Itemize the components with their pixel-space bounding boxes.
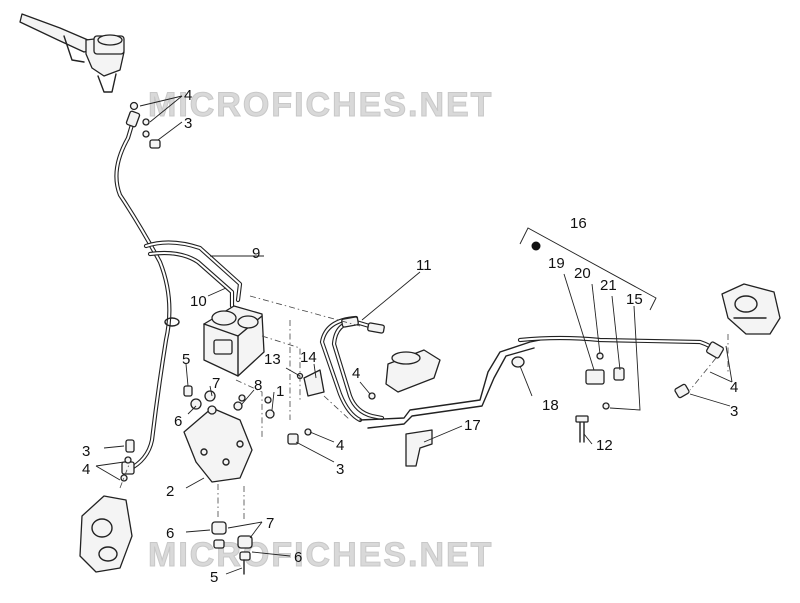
kit-bracket-16	[519, 227, 657, 311]
abs-modulator-unit	[203, 305, 265, 377]
rear-master-cylinder	[385, 349, 441, 393]
callout-19: 19	[548, 255, 565, 272]
callout-numbers: 4 3 9 10 5 7 6 8 1 13 14 4 4 3 11 16 19 …	[82, 87, 738, 586]
watermark-top: MICROFICHES.NET	[148, 86, 493, 124]
silent-blocks-bottom	[211, 521, 253, 575]
callout-3: 3	[336, 461, 344, 478]
callout-1: 1	[276, 383, 284, 400]
callout-3: 3	[82, 443, 90, 460]
callout-7: 7	[266, 515, 274, 532]
callout-6: 6	[174, 413, 182, 430]
banjo-bolt-top	[129, 101, 161, 149]
abs-mounting-bracket	[183, 407, 253, 483]
callout-6: 6	[294, 549, 302, 566]
callout-6: 6	[166, 525, 174, 542]
callout-4: 4	[336, 437, 344, 454]
callout-5: 5	[210, 569, 218, 586]
pipe-bracket-17	[405, 429, 433, 467]
callout-14: 14	[300, 349, 317, 366]
callout-15: 15	[626, 291, 643, 308]
callout-17: 17	[464, 417, 481, 434]
banjo-bolts-center	[287, 372, 376, 445]
callout-4: 4	[82, 461, 90, 478]
callout-leaders	[95, 95, 733, 575]
front-caliper-bolt	[120, 439, 135, 482]
callout-10: 10	[190, 293, 207, 310]
callout-3: 3	[730, 403, 738, 420]
callout-4: 4	[184, 87, 192, 104]
front-brake-caliper	[79, 495, 133, 573]
callout-7: 7	[212, 375, 220, 392]
callout-20: 20	[574, 265, 591, 282]
screws-washers-left	[183, 385, 275, 419]
callout-5: 5	[182, 351, 190, 368]
pipe-clips-rear	[511, 352, 625, 443]
rear-caliper-bolt	[674, 383, 690, 399]
rear-brake-caliper	[721, 283, 781, 335]
front-master-cylinder	[19, 13, 125, 93]
abs-bracket-14	[303, 369, 325, 397]
watermark-bottom: MICROFICHES.NET	[148, 536, 493, 574]
callout-9: 9	[252, 245, 260, 262]
callout-13: 13	[264, 351, 281, 368]
callout-21: 21	[600, 277, 617, 294]
callout-12: 12	[596, 437, 613, 454]
callout-2: 2	[166, 483, 174, 500]
callout-11: 11	[416, 257, 432, 274]
callout-18: 18	[542, 397, 559, 414]
callout-4: 4	[730, 379, 738, 396]
callout-3: 3	[184, 115, 192, 132]
rear-brake-lines	[319, 315, 541, 429]
abs-hoses-9-10	[143, 240, 243, 309]
front-brake-hose	[114, 110, 180, 475]
callout-16: 16	[570, 215, 587, 232]
callout-8: 8	[254, 377, 262, 394]
kit-marker-dot	[531, 241, 541, 251]
callout-4: 4	[352, 365, 360, 382]
rear-caliper-hose	[517, 335, 724, 359]
